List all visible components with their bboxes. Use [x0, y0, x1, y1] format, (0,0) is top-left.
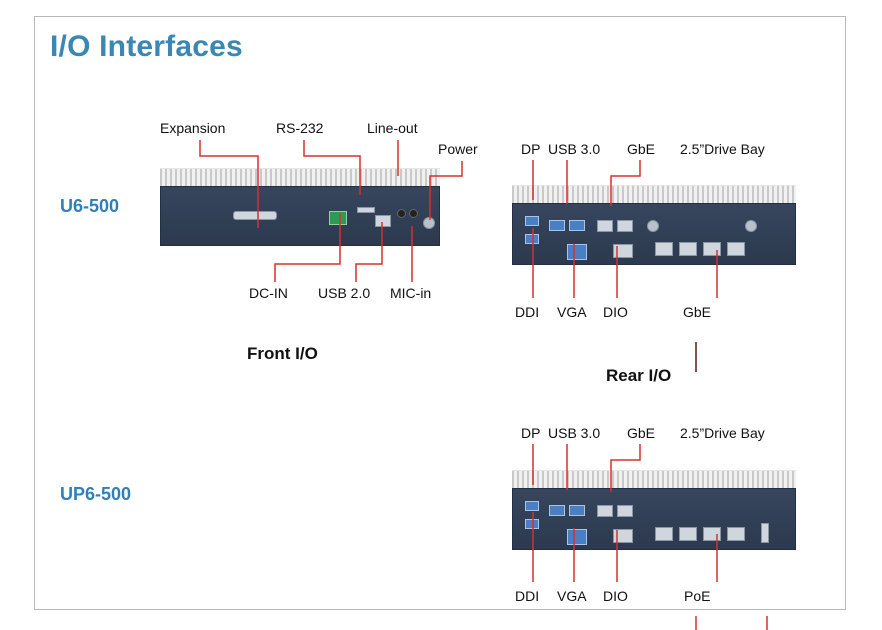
dio-port [613, 244, 633, 258]
usb20-port [375, 215, 391, 227]
vga-port [567, 244, 587, 260]
gbe-port-3 [655, 242, 673, 256]
label-rs232: RS-232 [276, 120, 324, 136]
poe-port-1 [655, 527, 673, 541]
label-dp-2: DP [521, 425, 541, 441]
label-dp: DP [521, 141, 541, 157]
leader-gbe-top-2 [610, 444, 641, 492]
vga-port [567, 529, 587, 545]
label-mic-in: MIC-in [390, 285, 432, 301]
usb30-port-1 [549, 505, 565, 516]
poe-port-2 [679, 527, 697, 541]
poe-port-4 [727, 527, 745, 541]
front-panel-device [160, 168, 440, 246]
screw [745, 220, 757, 232]
label-dio-2: DIO [603, 588, 628, 604]
ddi-port [525, 519, 539, 529]
label-usb20: USB 2.0 [318, 285, 371, 301]
heatsink-fins [512, 470, 796, 489]
heatsink-fins [160, 168, 440, 187]
leader-usb20 [355, 222, 383, 282]
leader-power [429, 161, 463, 220]
leader-rs232 [303, 140, 361, 195]
rear-panel-device-up6 [512, 470, 796, 550]
dp-port [525, 216, 539, 226]
usb30-port-2 [569, 505, 585, 516]
rs232-port [357, 207, 375, 213]
label-drive-bay-2: 2.5”Drive Bay [680, 425, 765, 441]
mic-in-jack [409, 209, 418, 218]
expansion-port [233, 211, 277, 220]
indicator-leds [761, 523, 769, 543]
dio-port [613, 529, 633, 543]
rear-panel-device-u6 [512, 185, 796, 265]
dp-port [525, 501, 539, 511]
label-poe: PoE [684, 588, 711, 604]
model-label-u6-500: U6-500 [60, 196, 120, 216]
leader-gbe-top [610, 160, 641, 206]
label-dio: DIO [603, 304, 628, 320]
page-title: I/O Interfaces [50, 30, 243, 63]
screw [647, 220, 659, 232]
gbe-port-6 [727, 242, 745, 256]
label-drive-bay: 2.5”Drive Bay [680, 141, 765, 157]
label-dc-in: DC-IN [249, 285, 288, 301]
ddi-port [525, 234, 539, 244]
label-ddi-2: DDI [515, 588, 540, 604]
leader-dcin [274, 214, 341, 282]
label-gbe-top-2: GbE [627, 425, 656, 441]
label-line-out: Line-out [367, 120, 418, 136]
label-gbe-bottom: GbE [683, 304, 712, 320]
power-button [423, 217, 435, 229]
line-out-jack [397, 209, 406, 218]
label-ddi: DDI [515, 304, 540, 320]
heatsink-fins [512, 185, 796, 204]
gbe-port-1 [597, 505, 613, 517]
section-rear-io: Rear I/O [606, 366, 672, 385]
usb30-port-1 [549, 220, 565, 231]
model-label-up6-500: UP6-500 [60, 484, 132, 504]
chassis-body [512, 203, 796, 265]
gbe-port-4 [679, 242, 697, 256]
gbe-port-1 [597, 220, 613, 232]
dc-in-port [329, 211, 347, 225]
gbe-port-2 [617, 220, 633, 232]
label-power: Power [438, 141, 478, 157]
chassis-body [160, 186, 440, 246]
label-expansion: Expansion [160, 120, 226, 136]
gbe-port-2 [617, 505, 633, 517]
usb30-port-2 [569, 220, 585, 231]
label-usb30: USB 3.0 [548, 141, 601, 157]
leader-expansion [199, 140, 259, 228]
label-vga-2: VGA [557, 588, 587, 604]
section-front-io: Front I/O [247, 344, 318, 363]
label-gbe-top: GbE [627, 141, 656, 157]
chassis-body [512, 488, 796, 550]
label-usb30-2: USB 3.0 [548, 425, 601, 441]
label-vga: VGA [557, 304, 587, 320]
